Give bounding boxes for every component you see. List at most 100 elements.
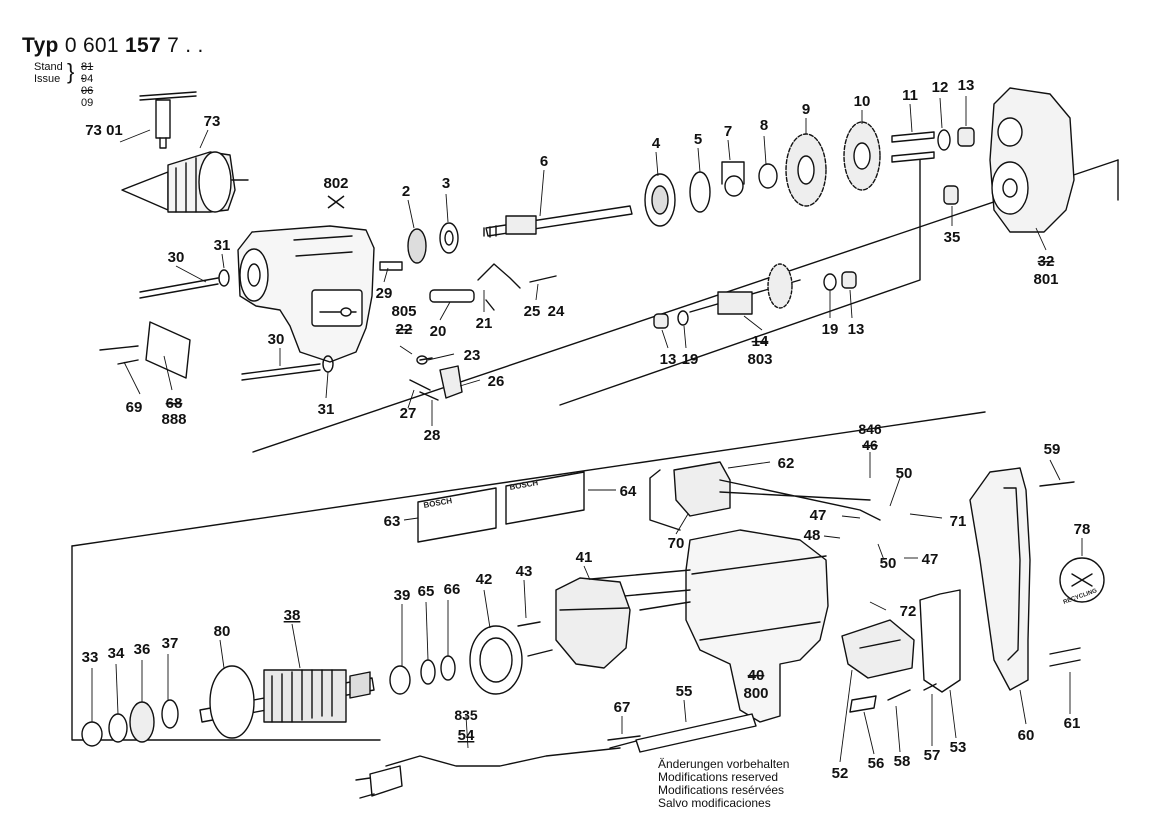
label-60: 60 (1018, 727, 1035, 744)
pin-29 (379, 261, 403, 271)
label-70: 70 (668, 535, 685, 552)
label-28: 28 (424, 427, 441, 444)
label-27: 27 (400, 405, 417, 422)
label-31-lower: 31 (318, 401, 335, 418)
label-52: 52 (832, 765, 849, 782)
label-32: 32 (1038, 253, 1055, 270)
gear-housing (237, 225, 375, 363)
label-22: 22 (396, 321, 413, 338)
label-29: 29 (376, 285, 393, 302)
label-7: 7 (724, 123, 732, 140)
label-888: 888 (161, 411, 186, 428)
label-55: 55 (676, 683, 693, 700)
washer-65 (420, 659, 436, 685)
label-14: 14 (752, 333, 769, 350)
label-71: 71 (950, 513, 967, 530)
label-57: 57 (924, 747, 941, 764)
typ-number-a: 0 601 (64, 34, 119, 57)
washer-19 (823, 273, 837, 291)
brushes-43 (517, 621, 553, 657)
label-835: 835 (454, 707, 478, 723)
label-24: 24 (548, 303, 565, 320)
label-4: 4 (652, 135, 661, 152)
label-56: 56 (868, 755, 885, 772)
label-47-low: 47 (922, 551, 939, 568)
label-30-upper: 30 (168, 249, 185, 266)
label-73: 73 (204, 113, 221, 130)
notice-es: Salvo modificaciones (658, 796, 771, 810)
cord-clip-67 (607, 735, 641, 749)
label-26: 26 (488, 373, 505, 390)
fan-baffle-42 (469, 625, 523, 695)
washer-23 (419, 357, 433, 361)
label-13-top: 13 (958, 77, 975, 94)
bearings-33-37 (81, 699, 179, 747)
screw-30-upper (139, 277, 219, 299)
switch-62 (649, 461, 881, 531)
label-73-01: 73 01 (85, 122, 123, 139)
label-33: 33 (82, 649, 99, 666)
stand-label: Stand (34, 61, 63, 73)
pin-27-28 (409, 379, 439, 401)
shaft-frame-line (559, 159, 921, 406)
label-5: 5 (694, 131, 702, 148)
lower-frame-line (71, 545, 381, 741)
label-58: 58 (894, 753, 911, 770)
label-59: 59 (1044, 441, 1061, 458)
clamp-11 (891, 131, 935, 163)
nameplate-68 (145, 321, 191, 379)
power-cord (355, 747, 621, 799)
label-69: 69 (126, 399, 143, 416)
notice-en: Modifications reserved (658, 770, 779, 784)
label-19-low: 19 (682, 351, 699, 368)
stand-value: 81 - 06 (81, 61, 94, 97)
label-78: 78 (1074, 521, 1091, 538)
label-803: 803 (747, 351, 772, 368)
lower-frame-top (71, 411, 986, 547)
spindle (483, 205, 633, 238)
label-21: 21 (476, 315, 493, 332)
label-67: 67 (614, 699, 631, 716)
label-54: 54 (458, 727, 475, 744)
label-64: 64 (620, 483, 637, 500)
label-61: 61 (1064, 715, 1081, 732)
label-80: 80 (214, 623, 231, 640)
issue-label: Issue (34, 73, 61, 85)
issue-value: 94 - 09 (81, 73, 94, 109)
label-9: 9 (802, 101, 810, 118)
label-42: 42 (476, 571, 493, 588)
label-34: 34 (108, 645, 125, 662)
label-68: 68 (166, 395, 183, 412)
lever-21 (477, 263, 521, 311)
typ-number-c: 7 . . (167, 34, 204, 57)
label-63: 63 (384, 513, 401, 530)
label-30-lower: 30 (268, 331, 285, 348)
washer (439, 222, 459, 254)
pinion-gear (407, 228, 427, 264)
label-23: 23 (464, 347, 481, 364)
circlip (689, 171, 711, 213)
drill-chuck (121, 151, 249, 213)
bolt-20 (429, 289, 475, 303)
label-43: 43 (516, 563, 533, 580)
label-31-upper: 31 (214, 237, 231, 254)
screw-59 (1039, 481, 1075, 487)
notice-fr: Modifications resérvées (658, 783, 785, 797)
brace-glyph: } (67, 59, 75, 84)
washer-19c (677, 310, 689, 326)
label-846: 846 (858, 421, 882, 437)
label-3: 3 (442, 175, 450, 192)
knob-26 (439, 365, 463, 399)
wire-53 (919, 589, 961, 693)
label-40: 40 (748, 667, 765, 684)
gear-housing-rear (989, 87, 1075, 233)
upper-frame-line (252, 159, 1119, 453)
label-12: 12 (932, 79, 949, 96)
field-stator (555, 577, 631, 669)
label-19-mid: 19 (822, 321, 839, 338)
label-65: 65 (418, 583, 435, 600)
label-46: 46 (862, 437, 878, 453)
gear-9 (785, 133, 827, 207)
label-38: 38 (284, 607, 301, 624)
